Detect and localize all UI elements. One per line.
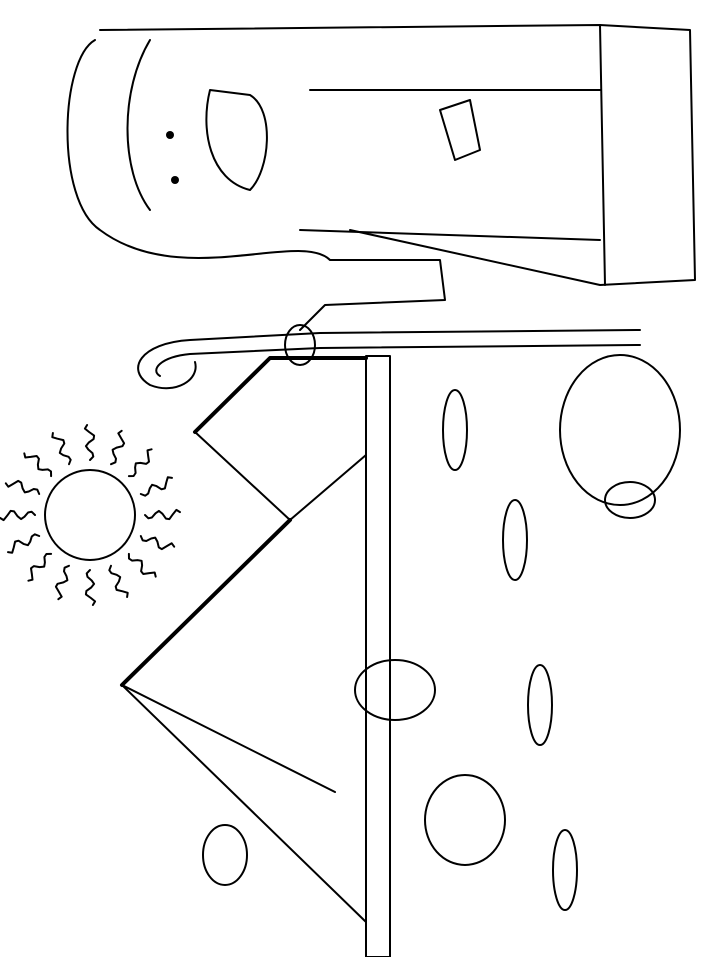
sun-ray	[54, 564, 70, 601]
sun-ray	[139, 476, 173, 497]
sun-ray	[110, 429, 126, 466]
sun-ray	[139, 535, 176, 551]
sun-ray	[0, 509, 36, 522]
sun-icon	[0, 424, 181, 606]
sun-ray	[144, 508, 181, 521]
sun-ray	[27, 552, 53, 582]
sun-ray	[84, 569, 97, 606]
staff	[137, 329, 641, 390]
creatures	[202, 354, 681, 911]
fly	[202, 824, 248, 886]
frog	[354, 659, 436, 721]
sun-ray	[127, 448, 153, 478]
sun-ray	[51, 432, 72, 466]
toad	[559, 354, 681, 506]
locust	[442, 389, 468, 471]
sun-ray	[23, 452, 53, 478]
locust	[527, 664, 553, 746]
pyramids	[120, 355, 391, 957]
figure	[66, 24, 696, 366]
locust	[502, 499, 528, 581]
sun-ray	[108, 564, 129, 598]
sun-ray	[7, 533, 41, 554]
sun-ray	[127, 552, 157, 578]
toad	[424, 774, 506, 866]
sun-ray	[4, 479, 41, 495]
locust	[552, 829, 578, 911]
sun-ray	[83, 424, 96, 461]
